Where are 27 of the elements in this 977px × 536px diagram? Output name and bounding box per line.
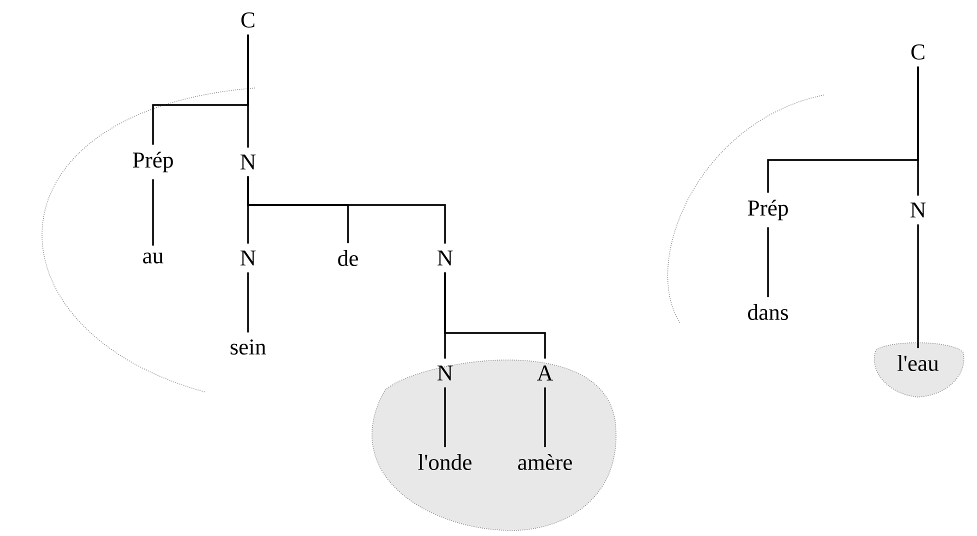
- tree-label: amère: [518, 454, 572, 470]
- tree-branch: [917, 66, 919, 196]
- tree-label: de: [338, 250, 358, 266]
- tree-branch: [444, 387, 446, 448]
- tree-label: dans: [748, 304, 788, 320]
- tree-branch: [247, 176, 446, 244]
- tree-label: sein: [230, 339, 266, 355]
- tree-label: A: [537, 366, 554, 380]
- tree-label: Prép: [132, 152, 173, 172]
- tree-label: N: [910, 202, 926, 218]
- tree-label: N: [240, 154, 256, 170]
- tree-label: l'onde: [418, 454, 472, 470]
- tree-branch: [152, 179, 154, 246]
- tree-label: C: [241, 12, 254, 28]
- tree-label: au: [143, 252, 164, 264]
- tree-branch: [767, 227, 769, 298]
- tree-label: C: [911, 44, 924, 60]
- tree-branch: [917, 224, 919, 348]
- tree-branch: [247, 272, 249, 332]
- tree-branch: [544, 387, 546, 448]
- tree-label: N: [240, 250, 256, 266]
- tree-label: l'eau: [898, 355, 939, 371]
- tree-label: N: [437, 250, 453, 266]
- tree-label: Prép: [748, 200, 788, 220]
- tree-branch: [247, 34, 249, 148]
- tree-label: N: [437, 366, 453, 380]
- tree-branch: [444, 272, 546, 359]
